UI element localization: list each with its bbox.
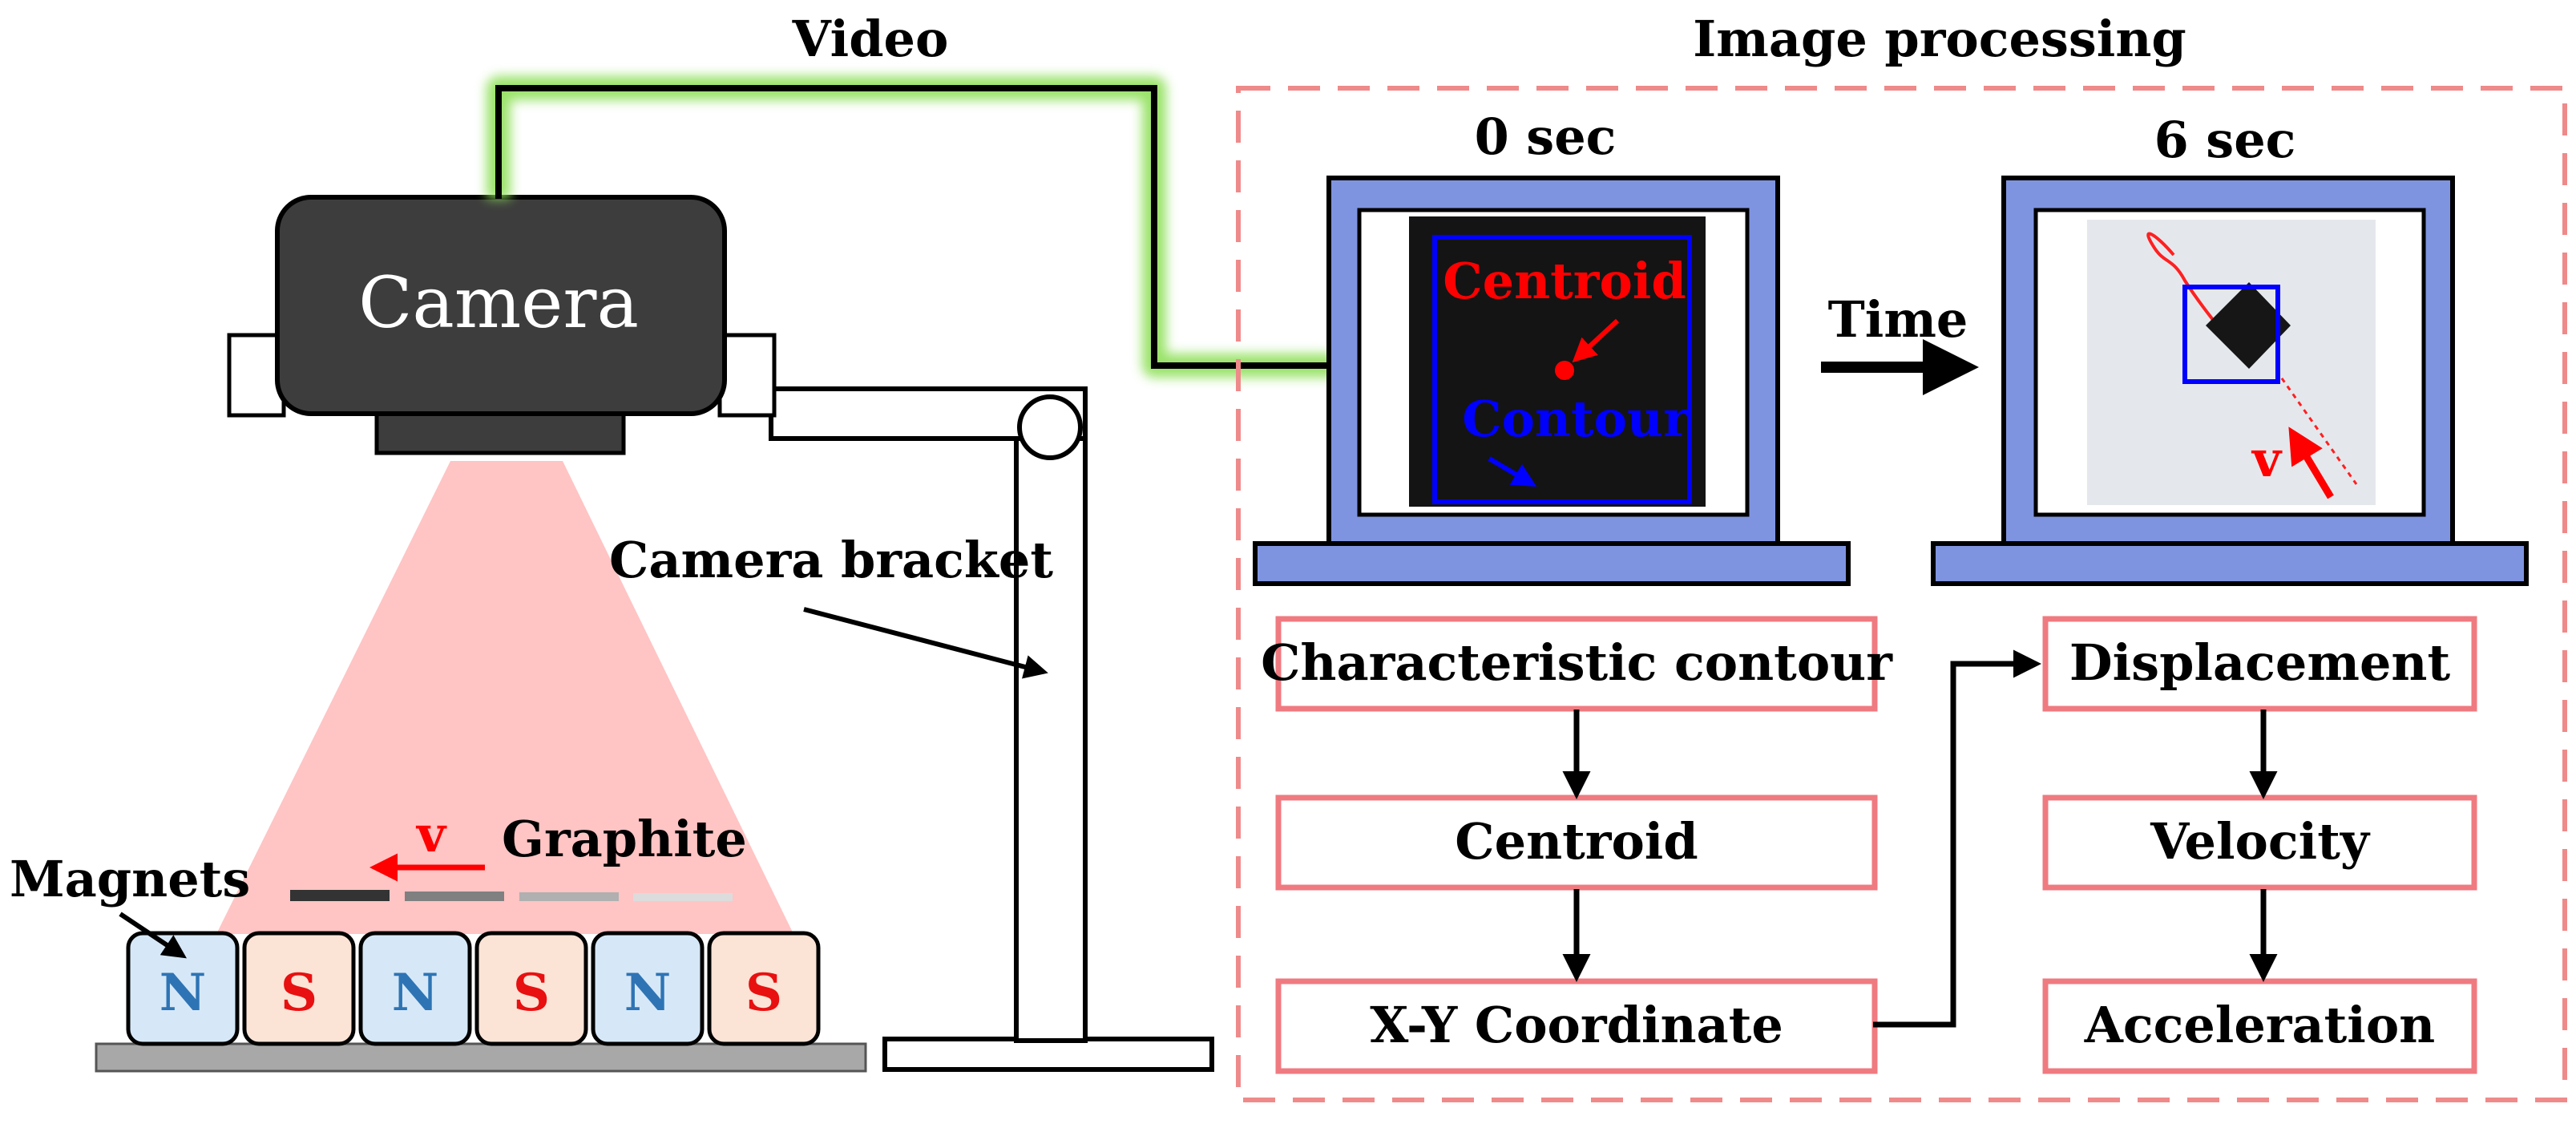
pipeline-step-label: X-Y Coordinate (1370, 996, 1783, 1054)
camera-bracket-label: Camera bracket (609, 531, 1053, 589)
velocity-annotation: v (2251, 430, 2283, 488)
graphite-sheet-trace (519, 892, 619, 901)
monitor-stand (1253, 541, 1851, 586)
video-label: Video (792, 10, 949, 68)
magnet-pole-label: N (392, 963, 439, 1023)
monitor-0sec-time-label: 0 sec (1475, 107, 1617, 166)
magnet-pole-label: N (159, 963, 207, 1023)
bracket-joint (1017, 394, 1083, 460)
magnet-north-block (591, 931, 705, 1046)
pipeline-step-box (1275, 794, 1878, 891)
pipeline-step-label: Acceleration (2084, 996, 2436, 1054)
graphite-sheet (290, 890, 390, 901)
trajectory-trace (2146, 232, 2222, 330)
centroid-annotation: Centroid (1443, 252, 1686, 310)
graphite-sample (2206, 282, 2291, 369)
pipeline-step-label: Centroid (1455, 812, 1698, 871)
graphite-label: Graphite (502, 810, 747, 868)
tracking-contour-box (2182, 285, 2280, 384)
graphite-trail (290, 890, 733, 901)
magnets-pointer-arrow (119, 912, 187, 959)
centroid-dot (1555, 361, 1574, 380)
magnet-north-block (126, 931, 240, 1046)
magnet-south-block (242, 931, 356, 1046)
magnet-south-block (474, 931, 588, 1046)
video-cable (495, 85, 1337, 369)
pipeline-flow-arrows (1562, 649, 2278, 1028)
monitor-stand (1931, 541, 2529, 586)
frame-image-graphite (1409, 216, 1706, 507)
contour-box (1432, 235, 1692, 504)
pipeline-step-box (2042, 978, 2477, 1074)
magnet-south-block (707, 931, 821, 1046)
magnets-label: Magnets (10, 850, 250, 908)
centroid-pointer-arrow (1572, 318, 1620, 363)
pipeline-step-label: Displacement (2069, 633, 2451, 692)
graphite-sheet-trace (633, 893, 733, 901)
frame-image-background (2087, 220, 2376, 505)
magnet-pole-label: S (281, 963, 317, 1023)
flow-arrow-connector (1873, 649, 2041, 1028)
pipeline-step-label: Characteristic contour (1261, 633, 1893, 692)
velocity-arrow (2288, 427, 2334, 499)
graphite-sheet-trace (405, 891, 504, 901)
image-processing-label: Image processing (1693, 10, 2186, 68)
magnet-north-block (358, 931, 472, 1046)
camera-bracket (769, 386, 1214, 1072)
contour-annotation: Contour (1462, 390, 1690, 448)
magnet-pole-label: S (513, 963, 550, 1023)
monitor-0sec (1253, 176, 1851, 586)
field-of-view-cone (216, 461, 793, 934)
time-label: Time (1828, 290, 1968, 349)
contour-pointer-arrow (1488, 456, 1537, 487)
camera-label: Camera (358, 261, 639, 344)
magnet-pole-label: N (624, 963, 672, 1023)
magnet-base-plate (95, 1042, 867, 1073)
monitor-6sec (1931, 176, 2529, 586)
pipeline-step-box (1275, 616, 1878, 712)
graphite-velocity-label: v (415, 805, 447, 863)
pipeline-step-label: Velocity (2150, 812, 2371, 871)
magnet-pole-label: S (745, 963, 782, 1023)
monitor-6sec-time-label: 6 sec (2154, 111, 2296, 169)
pipeline-step-box (2042, 616, 2477, 712)
camera-bracket-pointer-arrow (803, 607, 1048, 679)
image-processing-frame (1236, 86, 2567, 1102)
